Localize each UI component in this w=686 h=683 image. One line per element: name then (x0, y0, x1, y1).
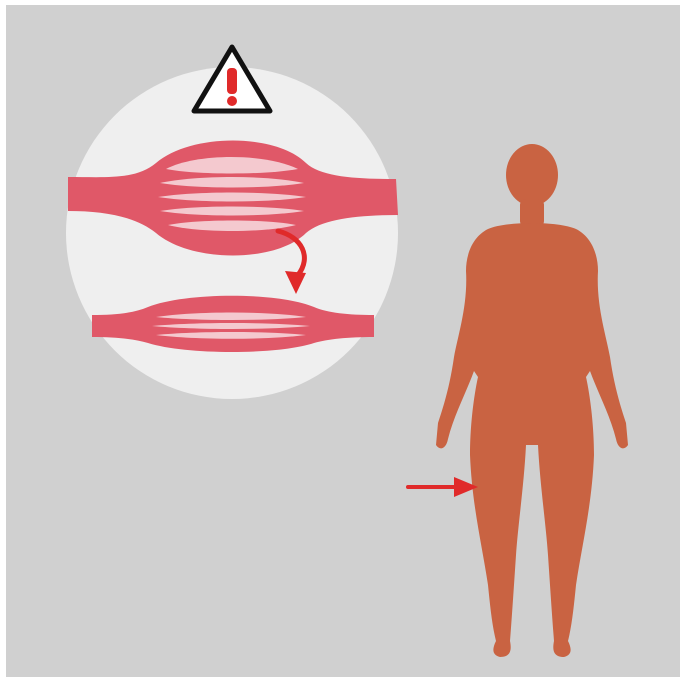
human-figure-silhouette (436, 144, 628, 657)
warning-symbol: ! (6, 5, 7, 6)
illustration-panel: ! (6, 5, 680, 677)
atrophied-muscle-striations (152, 313, 310, 339)
muscle-atrophy-illustration: ! (6, 5, 680, 677)
right-arrow-icon (408, 477, 478, 497)
warning-triangle-icon: ! (6, 5, 270, 111)
